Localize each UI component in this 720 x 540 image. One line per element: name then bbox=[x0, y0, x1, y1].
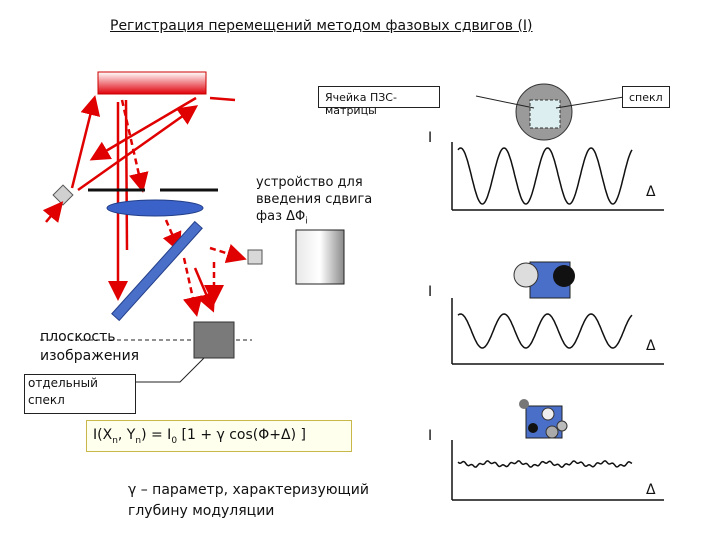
speckle-cell-1 bbox=[513, 261, 575, 299]
graph-3-y-label: I bbox=[428, 428, 433, 444]
graph-1-y-label: I bbox=[428, 130, 433, 146]
single-speckle-line1: отдельный bbox=[28, 376, 98, 390]
ccd-cell-label: Ячейка ПЗС-матрицы bbox=[325, 91, 397, 117]
graph-2-x-label: Δ bbox=[646, 338, 656, 354]
object-surface bbox=[97, 71, 207, 95]
image-plane-line2: изображения bbox=[40, 348, 140, 364]
lens bbox=[106, 199, 204, 217]
phase-device-line1: устройство для bbox=[256, 175, 363, 190]
gamma-note-line1: γ – параметр, характеризующий bbox=[128, 482, 369, 498]
speckle-leader bbox=[555, 95, 631, 109]
graph-1-x-label: Δ bbox=[646, 184, 656, 200]
ccd-leader bbox=[475, 95, 535, 109]
graph-1-axes bbox=[451, 142, 664, 211]
ccd-detector bbox=[193, 321, 235, 359]
gamma-note-line2: глубину модуляции bbox=[128, 503, 275, 519]
speckle-leader-line bbox=[134, 357, 205, 383]
formula-box: I(Xn, Yn) = I0 [1 + γ cos(Φ+Δ) ] bbox=[86, 420, 352, 452]
image-plane-line1: плоскость bbox=[40, 329, 116, 345]
speckle-cell-2 bbox=[519, 399, 568, 439]
ccd-cell-label-box: Ячейка ПЗС-матрицы bbox=[318, 86, 440, 117]
single-speckle-box: отдельный спекл bbox=[24, 374, 136, 414]
speckle-label-box: спекл bbox=[622, 86, 670, 108]
graph-1-curve bbox=[457, 147, 633, 205]
formula: I(Xn, Yn) = I0 [1 + γ cos(Φ+Δ) ] bbox=[93, 427, 306, 446]
phase-device-line3: фаз ΔΦi bbox=[256, 209, 308, 227]
laser-left bbox=[52, 184, 74, 206]
single-speckle-line2: спекл bbox=[28, 393, 65, 407]
image-plane-label: плоскость изображения bbox=[40, 328, 139, 366]
page-title: Регистрация перемещений методом фазовых … bbox=[110, 18, 533, 34]
ccd-cell-circle bbox=[515, 83, 573, 141]
illumination-beams bbox=[42, 95, 236, 301]
graph-3-curve bbox=[457, 459, 633, 468]
phase-shift-device bbox=[295, 229, 345, 285]
graph-3-x-label: Δ bbox=[646, 482, 656, 498]
phase-device-label: устройство для введения сдвига фаз ΔΦi bbox=[256, 174, 372, 231]
reference-laser bbox=[247, 249, 263, 265]
phase-device-line2: введения сдвига bbox=[256, 192, 373, 207]
graph-3-axes bbox=[451, 440, 664, 501]
graph-2-y-label: I bbox=[428, 284, 433, 300]
graph-2-curve bbox=[457, 313, 633, 349]
speckle-label: спекл bbox=[629, 91, 663, 104]
beam-splitter-plate bbox=[111, 220, 203, 322]
graph-2-axes bbox=[451, 298, 664, 365]
gamma-note: γ – параметр, характеризующий глубину мо… bbox=[128, 480, 369, 522]
